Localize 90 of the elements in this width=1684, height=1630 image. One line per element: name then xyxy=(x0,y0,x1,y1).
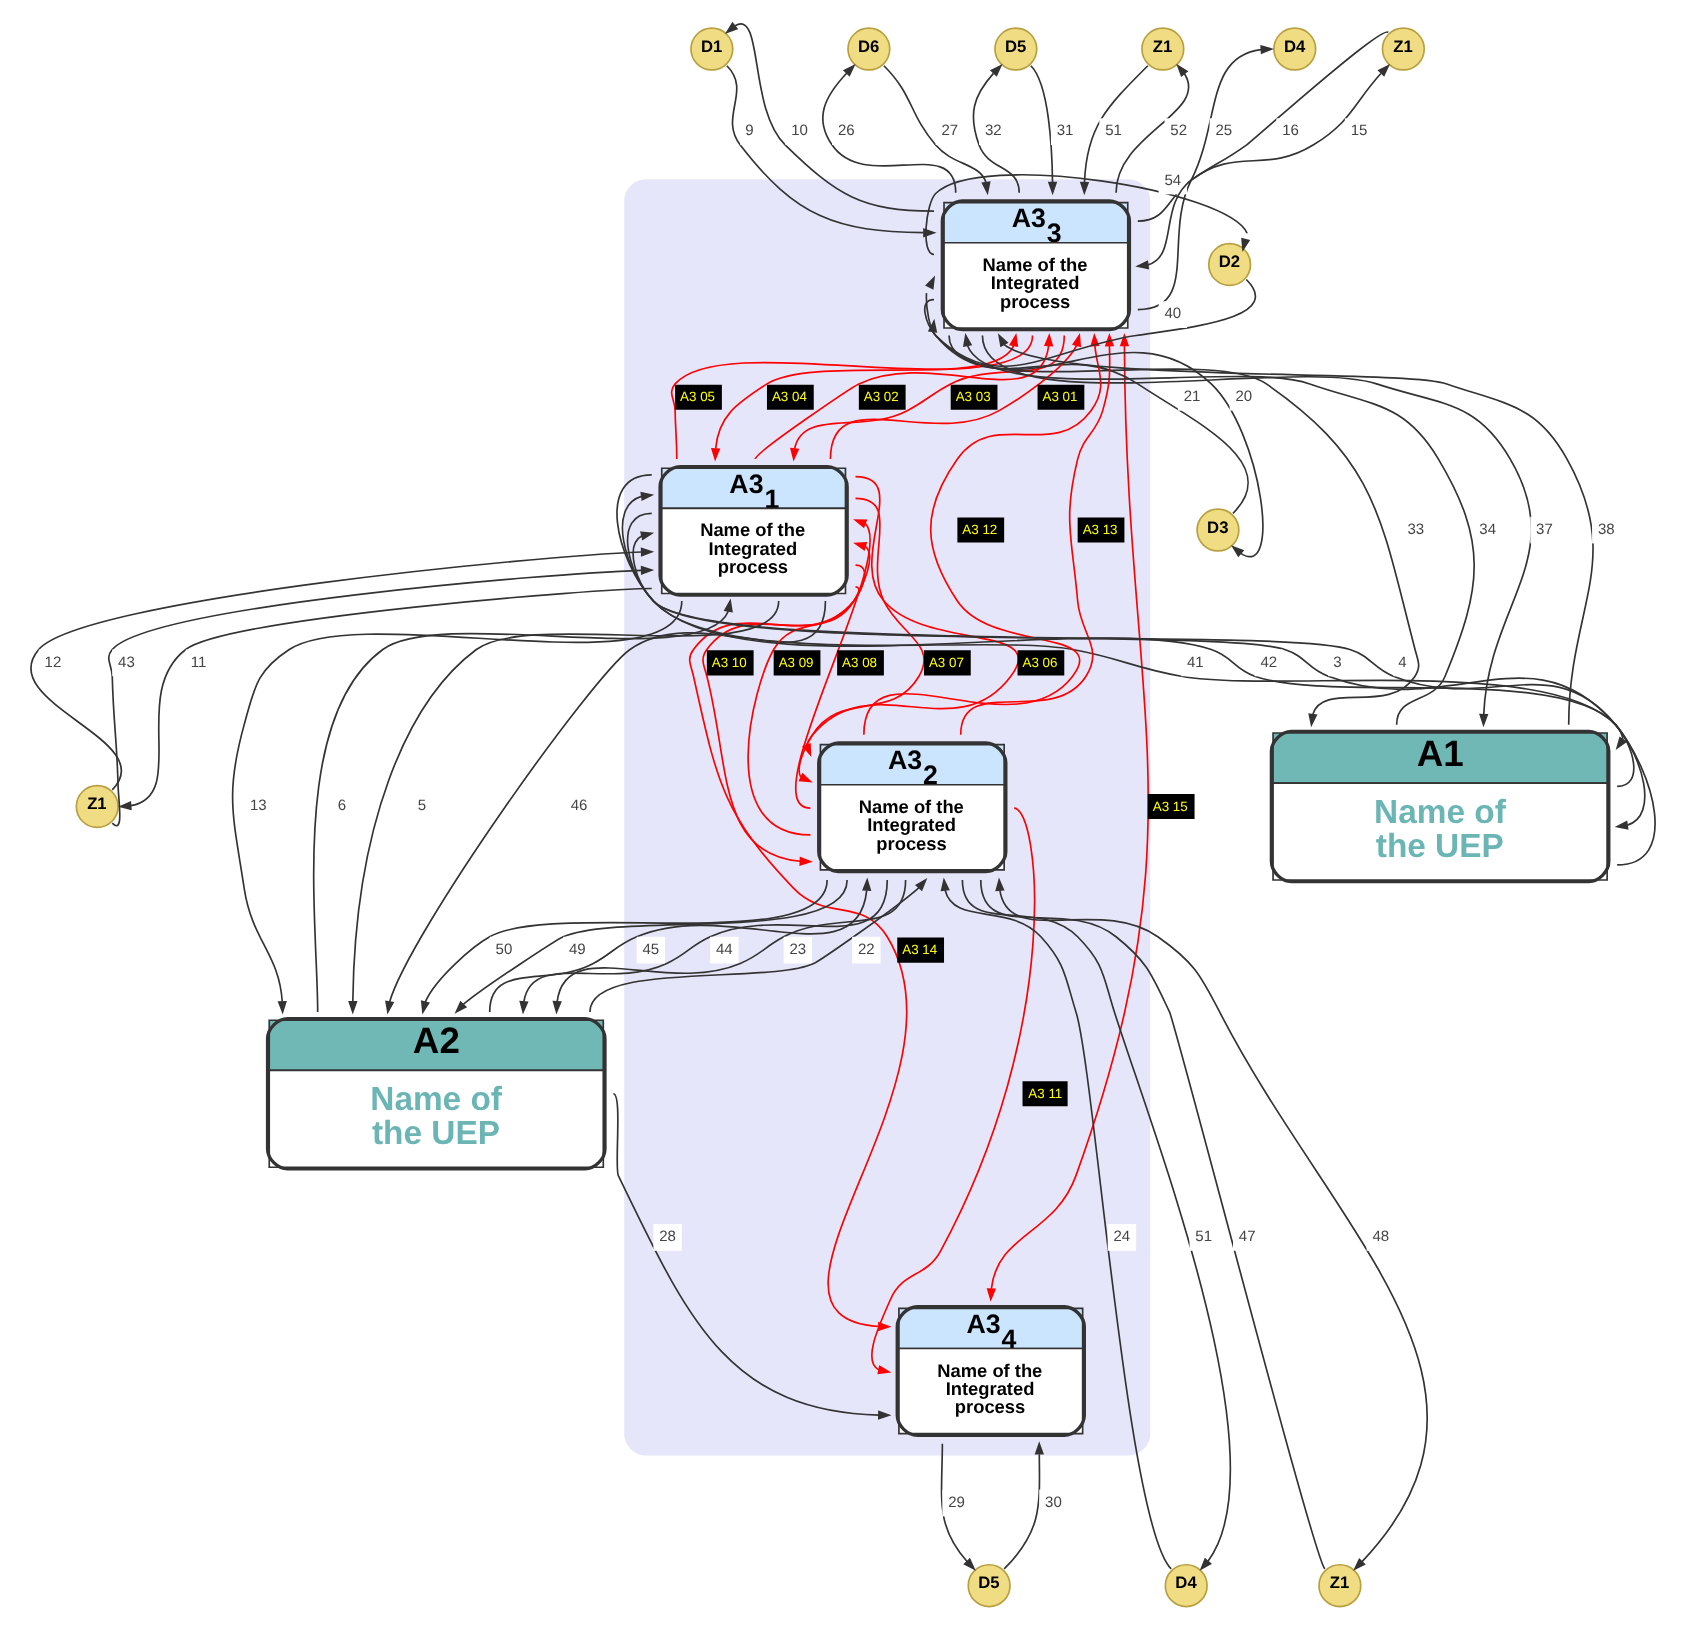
edge-label: 24 xyxy=(1112,1227,1130,1246)
edge-label: 48 xyxy=(1371,1227,1389,1246)
edge-label: 41 xyxy=(1186,652,1203,671)
arrow xyxy=(1134,63,1390,270)
arrow xyxy=(753,332,1053,460)
arrow xyxy=(725,64,936,238)
arrow xyxy=(746,541,870,836)
arrow xyxy=(230,600,682,1015)
arrow xyxy=(709,334,1033,462)
edge-label: 28 xyxy=(658,1227,675,1246)
arrow xyxy=(971,63,1020,194)
arrow xyxy=(588,878,927,1013)
edge-label: 51 xyxy=(1104,121,1121,140)
edge-label: 49 xyxy=(568,939,585,958)
node-circle: D4 xyxy=(1163,1563,1207,1608)
edge-label: 52 xyxy=(1169,121,1187,140)
node-circle: Z1 xyxy=(1317,1563,1361,1608)
arrow xyxy=(960,879,1230,1571)
arrow xyxy=(384,600,826,1015)
arrow xyxy=(723,21,934,212)
node-circle: D3 xyxy=(1195,508,1239,552)
arrow xyxy=(106,565,654,827)
edge-label: 40 xyxy=(1163,304,1181,323)
edge-label: 10 xyxy=(790,121,807,140)
edge-label: 20 xyxy=(1234,386,1252,405)
node-circle: D1 xyxy=(689,27,733,71)
edge-label: 9 xyxy=(744,121,753,140)
node-circle: Z1 xyxy=(1380,27,1425,71)
node-circle: D5 xyxy=(966,1563,1010,1608)
edge-label: 23 xyxy=(788,939,806,958)
edge-label: 6 xyxy=(336,796,346,815)
arrow xyxy=(1078,64,1148,196)
arrow xyxy=(631,531,1655,866)
node-circle: D6 xyxy=(846,27,890,71)
edge-label: 12 xyxy=(43,652,61,671)
edge-label: 50 xyxy=(494,939,512,958)
edge-label: 30 xyxy=(1044,1492,1061,1511)
arrow xyxy=(793,519,870,809)
arrow xyxy=(870,807,1035,1375)
connector xyxy=(978,879,1325,1570)
edge-label: 15 xyxy=(1349,121,1367,140)
edge-label: 46 xyxy=(569,796,587,815)
edge-label: 11 xyxy=(189,652,206,671)
edge-label: 44 xyxy=(715,939,732,958)
edge-label: 33 xyxy=(1406,519,1424,538)
node-circle: D5 xyxy=(993,27,1037,71)
arrow xyxy=(615,474,1627,751)
arrow xyxy=(924,275,1256,367)
arrow xyxy=(828,333,1081,460)
arrow xyxy=(1135,45,1273,311)
edge-label: 21 xyxy=(1182,386,1200,405)
edge-label: 45 xyxy=(641,939,659,958)
node-circle: D4 xyxy=(1272,27,1316,71)
edge-label: 43 xyxy=(117,652,134,671)
edge-label: 16 xyxy=(1281,121,1298,140)
edge-label: 22 xyxy=(857,939,874,958)
edge-label: 37 xyxy=(1535,519,1552,538)
edge-label: 13 xyxy=(249,796,266,815)
connector xyxy=(1135,31,1389,222)
edge-label: 25 xyxy=(1214,121,1232,140)
arrow xyxy=(347,600,779,1015)
node-circle: Z1 xyxy=(74,784,118,829)
edge-label: 29 xyxy=(947,1492,964,1511)
arrow xyxy=(669,333,1018,460)
edge-label: 4 xyxy=(1397,652,1406,671)
arrow xyxy=(1002,1441,1043,1570)
edge-label: 47 xyxy=(1237,1227,1255,1246)
arrow xyxy=(820,63,956,194)
edge-label: 31 xyxy=(1055,121,1073,140)
edge-label: 51 xyxy=(1194,1227,1212,1246)
arrow xyxy=(994,877,1427,1571)
arrow xyxy=(29,547,654,791)
arrow xyxy=(789,334,1065,462)
edge-label: 3 xyxy=(1332,652,1341,671)
arrow xyxy=(924,174,1250,256)
edge-label: 42 xyxy=(1259,652,1277,671)
arrow xyxy=(882,64,990,196)
edge-label: 34 xyxy=(1478,519,1496,538)
edge-label: 38 xyxy=(1596,519,1614,538)
arrow xyxy=(312,598,732,1013)
node-circle: D2 xyxy=(1206,242,1251,287)
node-circle: Z1 xyxy=(1140,27,1184,71)
arrow xyxy=(1029,64,1057,196)
edge-label: 54 xyxy=(1163,170,1181,189)
arrow xyxy=(117,587,652,811)
edge-label: 32 xyxy=(983,121,1001,140)
edge-label: 5 xyxy=(416,796,426,815)
arrow xyxy=(926,318,1263,558)
edge-label: 26 xyxy=(836,121,854,140)
edge-label: 27 xyxy=(940,121,958,140)
